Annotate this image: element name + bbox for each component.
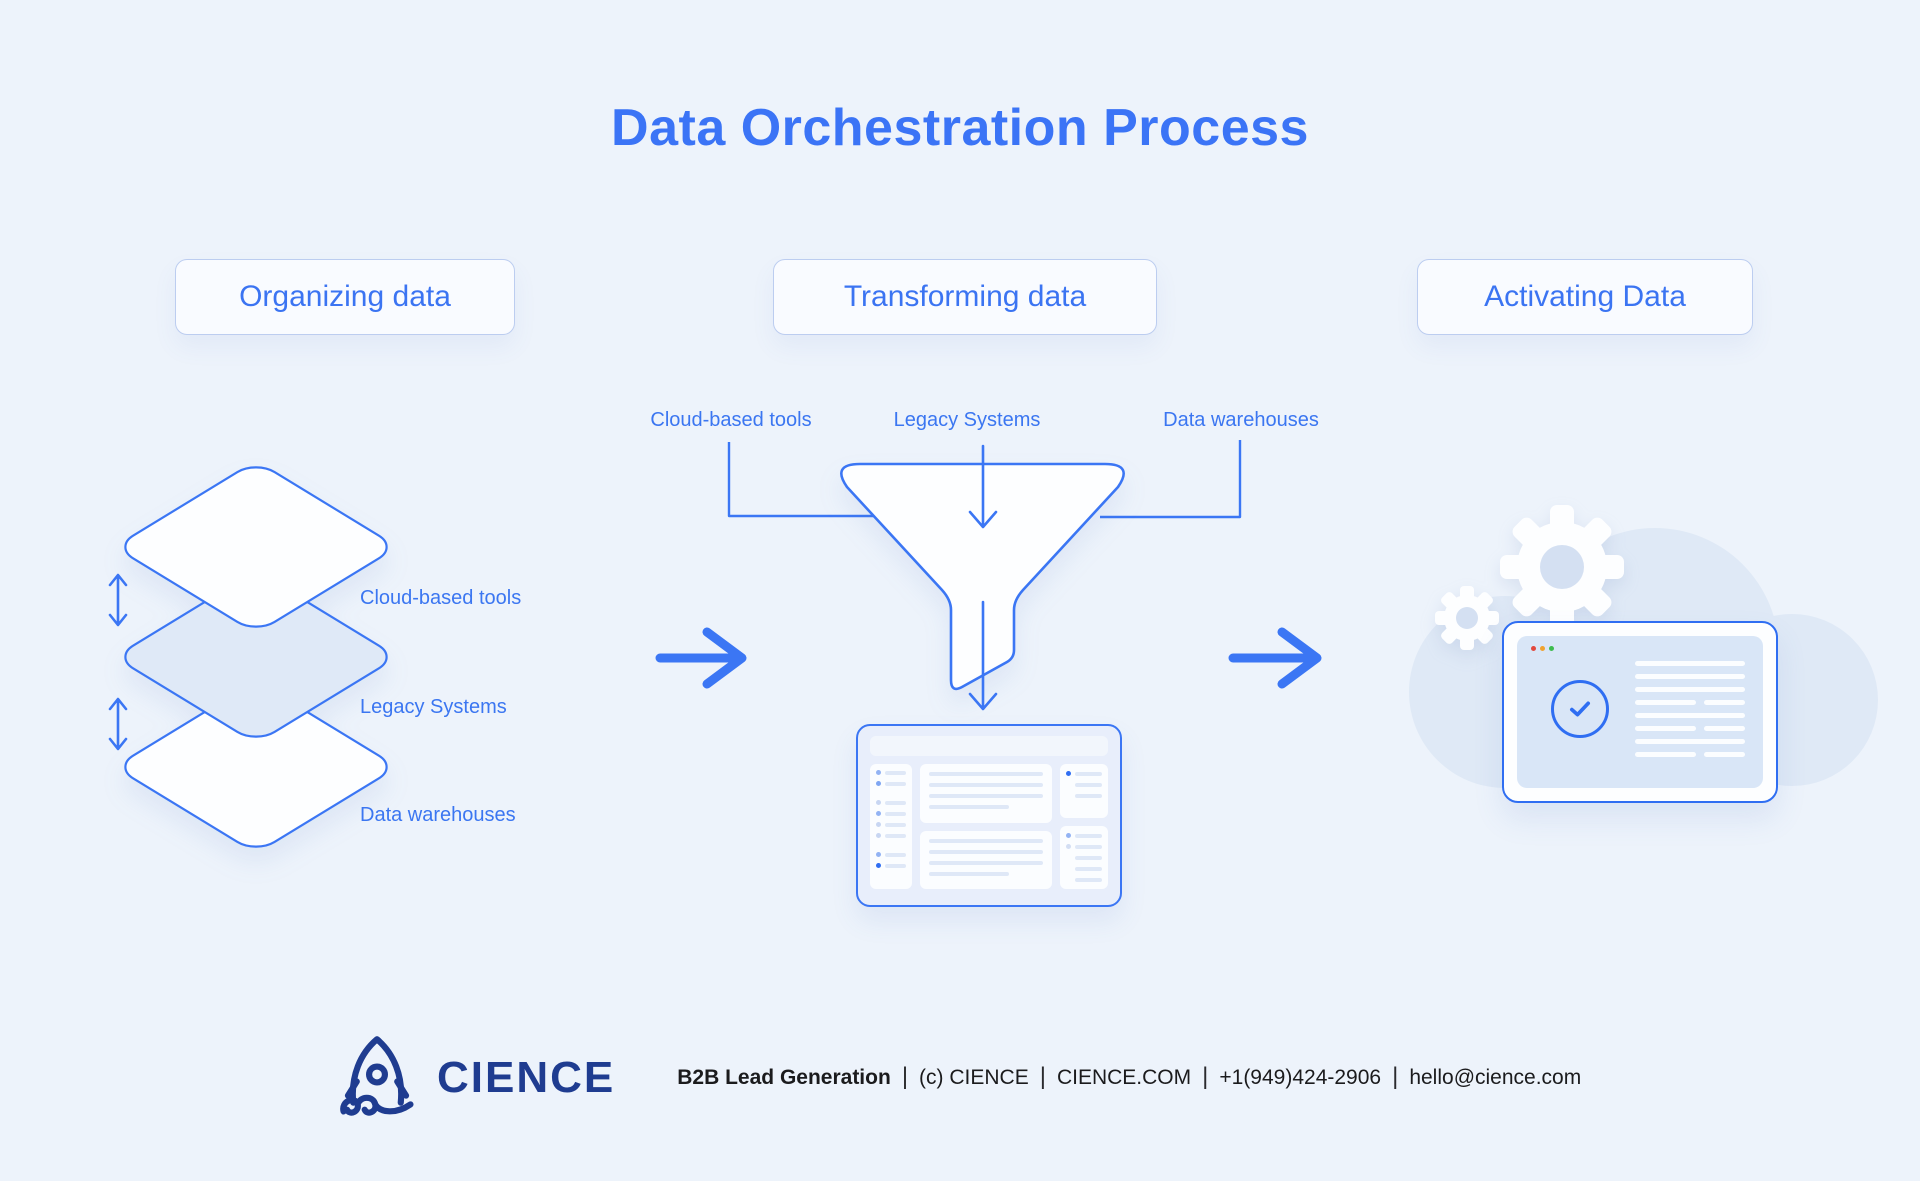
gear-icon bbox=[1435, 505, 1624, 650]
footer-separator: | bbox=[1202, 1063, 1209, 1090]
placeholder-line bbox=[1075, 794, 1102, 798]
footer-separator: | bbox=[901, 1063, 909, 1090]
placeholder-line bbox=[1635, 726, 1745, 731]
placeholder-line bbox=[1075, 783, 1102, 787]
dashboard-panel bbox=[920, 764, 1052, 823]
dashboard-topbar bbox=[870, 736, 1108, 756]
placeholder-line bbox=[929, 860, 1043, 865]
stage-box-organizing-data: Organizing data bbox=[175, 259, 515, 335]
placeholder-line bbox=[929, 805, 1009, 809]
layered-stack-illustration bbox=[115, 461, 398, 854]
layer-label-legacy-systems: Legacy Systems bbox=[360, 696, 507, 718]
footer-phone: +1(949)424-2906 bbox=[1219, 1066, 1382, 1089]
footer-tagline: B2B Lead Generation bbox=[677, 1066, 891, 1089]
funnel-flow-arrows bbox=[968, 444, 998, 711]
source-label-cloud-based-tools: Cloud-based tools bbox=[650, 409, 812, 431]
layer-diamond-legacy-systems bbox=[115, 571, 398, 744]
activated-data-window-mockup bbox=[1502, 621, 1778, 803]
close-dot-icon bbox=[1531, 646, 1536, 651]
dashboard-panel bbox=[1060, 764, 1108, 818]
footer-contact-line: B2B Lead Generation | (c) CIENCE | CIENC… bbox=[677, 1063, 1582, 1092]
sidebar-item bbox=[876, 800, 906, 805]
cience-rocket-logo-icon bbox=[340, 1036, 414, 1116]
layer-label-cloud-based-tools: Cloud-based tools bbox=[360, 587, 522, 609]
placeholder-line bbox=[1075, 878, 1102, 882]
placeholder-line bbox=[929, 783, 1043, 787]
stage-box-activating-data: Activating Data bbox=[1417, 259, 1753, 335]
stage-box-transforming-data: Transforming data bbox=[773, 259, 1157, 335]
footer-website: CIENCE.COM bbox=[1056, 1066, 1192, 1089]
dashboard-panel bbox=[1060, 826, 1108, 889]
footer-email: hello@cience.com bbox=[1409, 1066, 1582, 1089]
flow-arrow-icon bbox=[655, 627, 1322, 689]
sidebar-item bbox=[876, 822, 906, 827]
stage-label: Organizing data bbox=[239, 280, 451, 313]
placeholder-text-lines bbox=[1635, 661, 1745, 757]
sidebar-item bbox=[876, 811, 906, 816]
panel-row bbox=[1066, 844, 1102, 849]
stage-label: Transforming data bbox=[843, 280, 1087, 313]
placeholder-line bbox=[929, 871, 1009, 876]
source-label-data-warehouses: Data warehouses bbox=[1163, 409, 1319, 431]
placeholder-line bbox=[929, 849, 1043, 854]
layer-diamond-cloud-tools bbox=[115, 461, 398, 634]
placeholder-line bbox=[1075, 867, 1102, 871]
footer: CIENCE B2B Lead Generation | (c) CIENCE … bbox=[333, 1032, 1581, 1124]
sidebar-item bbox=[876, 863, 906, 868]
source-label-legacy-systems: Legacy Systems bbox=[893, 409, 1041, 431]
placeholder-line bbox=[1635, 687, 1745, 692]
funnel-connectors bbox=[727, 440, 1242, 519]
window-content bbox=[1517, 636, 1763, 788]
maximize-dot-icon bbox=[1549, 646, 1554, 651]
sidebar-item bbox=[876, 770, 906, 775]
checkmark-icon bbox=[1570, 701, 1590, 717]
placeholder-line bbox=[929, 794, 1043, 798]
window-controls bbox=[1531, 646, 1749, 651]
placeholder-line bbox=[1635, 713, 1745, 718]
panel-row bbox=[1066, 833, 1102, 838]
placeholder-line bbox=[1635, 752, 1745, 757]
placeholder-line bbox=[1635, 661, 1745, 666]
footer-separator: | bbox=[1039, 1063, 1046, 1090]
processed-data-dashboard-mockup bbox=[856, 724, 1122, 907]
footer-separator: | bbox=[1392, 1063, 1399, 1090]
layer-diamond-data-warehouses bbox=[115, 681, 398, 854]
placeholder-line bbox=[1635, 674, 1745, 679]
dashboard-panel bbox=[920, 830, 1052, 889]
placeholder-line bbox=[929, 838, 1043, 843]
minimize-dot-icon bbox=[1540, 646, 1545, 651]
double-arrow-icon bbox=[108, 573, 128, 751]
stage-label: Activating Data bbox=[1484, 280, 1686, 313]
placeholder-line bbox=[1635, 700, 1745, 705]
dashboard-side-panels bbox=[1060, 764, 1108, 889]
placeholder-line bbox=[929, 772, 1043, 776]
placeholder-line bbox=[1075, 856, 1102, 860]
dashboard-sidebar bbox=[870, 764, 912, 889]
check-circle-icon bbox=[1551, 680, 1609, 738]
sidebar-item bbox=[876, 781, 906, 786]
sidebar-item bbox=[876, 833, 906, 838]
funnel-icon bbox=[840, 462, 1125, 691]
layer-label-data-warehouses: Data warehouses bbox=[360, 804, 516, 826]
placeholder-line bbox=[1635, 739, 1745, 744]
sidebar-item bbox=[876, 852, 906, 857]
cience-wordmark: CIENCE bbox=[437, 1053, 616, 1102]
panel-row bbox=[1066, 771, 1102, 776]
page-title: Data Orchestration Process bbox=[611, 99, 1309, 157]
footer-copyright: (c) CIENCE bbox=[919, 1066, 1029, 1089]
dashboard-main-panels bbox=[920, 764, 1052, 889]
